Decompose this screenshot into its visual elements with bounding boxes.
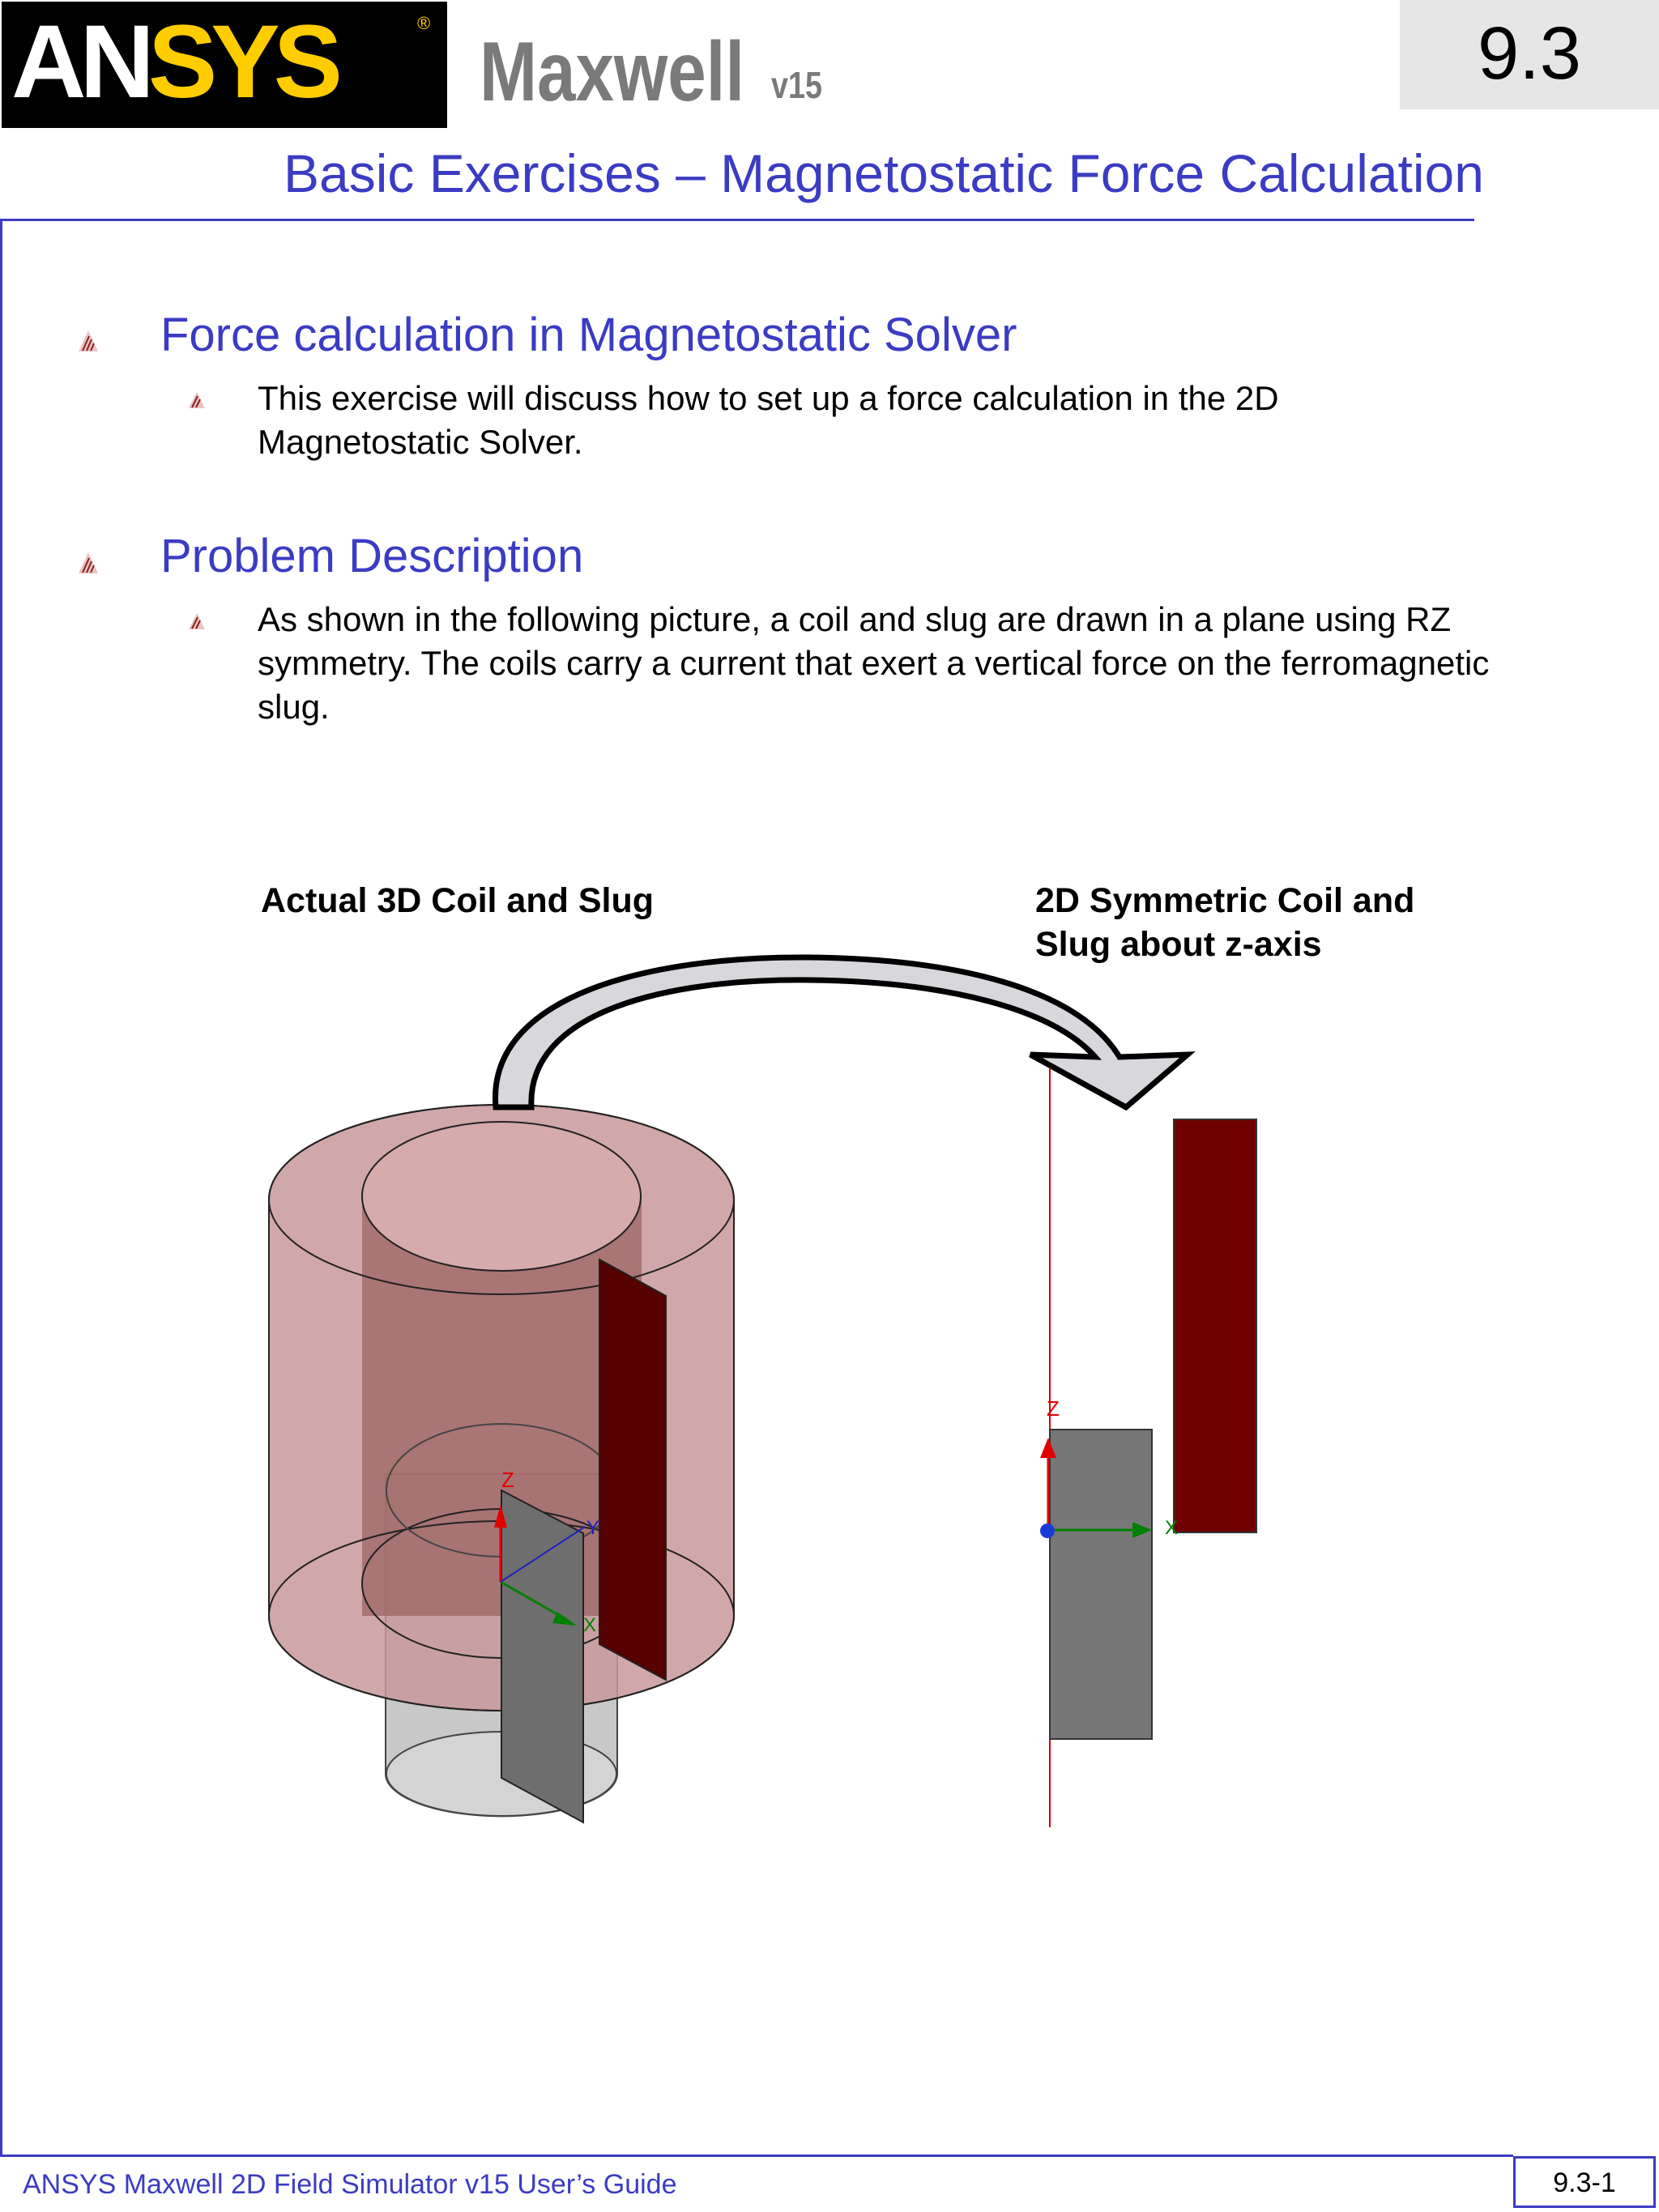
ansys-logo [2, 2, 447, 128]
sub-bullet-icon [189, 613, 205, 629]
bullet-icon [79, 552, 98, 573]
section-title: Basic Exercises – Magnetostatic Force Ca… [284, 143, 1484, 203]
product-version: v15 [771, 64, 822, 106]
z-axis-label-3d: Z [501, 1468, 514, 1492]
section-heading-force-calculation: Force calculation in Magnetostatic Solve… [160, 309, 1017, 361]
section-text-force-calculation: This exercise will discuss how to set up… [258, 379, 1279, 461]
sub-bullet-icon [189, 392, 205, 408]
bullet-icon [79, 330, 98, 352]
page-number: 9.3-1 [1553, 2167, 1616, 2198]
product-name: Maxwell [480, 25, 745, 119]
x-axis-label-2d: X [1165, 1517, 1178, 1539]
left-border [0, 219, 2, 2156]
section-heading-problem-description: Problem Description [160, 530, 584, 582]
footer-guide-title: ANSYS Maxwell 2D Field Simulator v15 Use… [23, 2169, 677, 2200]
figure-label-2d-line2: Slug about z-axis [1035, 925, 1322, 964]
ansys-logo-text: ANSYS [11, 4, 343, 120]
title-divider [0, 219, 1474, 221]
model-2d [1040, 1068, 1257, 1827]
z-axis-label-2d: Z [1047, 1396, 1060, 1421]
footer-divider [0, 2154, 1513, 2157]
chapter-number: 9.3 [1478, 12, 1581, 95]
chapter-box [1400, 0, 1659, 109]
figure-label-2d-line1: 2D Symmetric Coil and [1035, 881, 1415, 920]
registered-mark: ® [417, 13, 431, 33]
transfer-arrow [493, 954, 1196, 1111]
coil-3d [268, 1104, 735, 1824]
figure-label-3d: Actual 3D Coil and Slug [261, 881, 654, 920]
y-axis-label-3d: Y [586, 1517, 599, 1539]
section-text-problem-description: As shown in the following picture, a coi… [258, 600, 1490, 726]
page-number-box [1513, 2156, 1656, 2208]
x-axis-label-3d: X [583, 1614, 596, 1636]
